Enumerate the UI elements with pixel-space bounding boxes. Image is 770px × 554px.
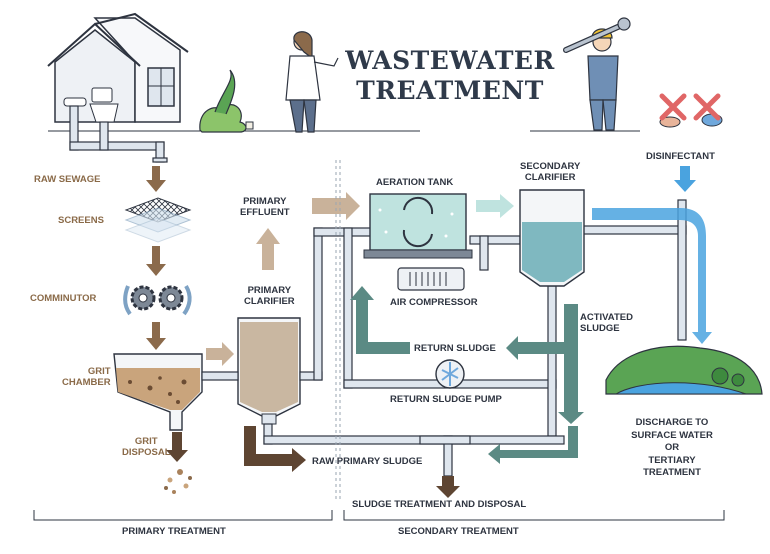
- title-line-2: TREATMENT: [356, 76, 544, 105]
- label-sludge-treatment: SLUDGE TREATMENT AND DISPOSAL: [352, 499, 527, 510]
- label-secondary-clarifier: SECONDARY CLARIFIER: [520, 161, 580, 183]
- label-raw-sewage: RAW SEWAGE: [34, 174, 101, 185]
- section-brackets: [33, 510, 725, 521]
- comminutor-illustration: [123, 284, 192, 316]
- aeration-tank-illustration: [363, 193, 473, 259]
- label-grit-disposal: GRIT DISPOSAL: [122, 436, 171, 458]
- label-grit-chamber-line1: GRIT: [87, 366, 111, 377]
- discharge-pond-illustration: [605, 345, 763, 395]
- label-discharge-line5: TREATMENT: [643, 467, 701, 478]
- air-compressor-illustration: [397, 267, 465, 291]
- label-discharge-line1: DISCHARGE TO: [635, 417, 709, 428]
- label-activated-sludge-line1: ACTIVATED: [580, 312, 633, 323]
- label-secondary-clarifier-line1: SECONDARY: [520, 161, 581, 172]
- house-illustration: [47, 12, 189, 123]
- bush-illustration: [199, 69, 254, 133]
- sewer-pipe: [69, 105, 168, 163]
- label-activated-sludge: ACTIVATED SLUDGE: [580, 312, 633, 334]
- label-discharge-line4: TERTIARY: [648, 454, 696, 466]
- label-discharge-line3: OR: [664, 442, 680, 453]
- label-grit-disposal-line2: DISPOSAL: [122, 447, 171, 458]
- flow-arrows-primary: [146, 166, 360, 462]
- label-primary-effluent-line1: PRIMARY: [243, 196, 287, 207]
- bacteria-crossed-icon: [659, 93, 723, 128]
- label-grit-disposal-line1: GRIT: [134, 436, 158, 447]
- label-primary-effluent: PRIMARY EFFLUENT: [240, 196, 290, 218]
- label-screens: SCREENS: [58, 215, 104, 226]
- title-line-1: WASTEWATER: [345, 46, 555, 75]
- primary-clarifier-illustration: [237, 317, 301, 425]
- grit-chamber-illustration: [113, 353, 203, 494]
- label-activated-sludge-line2: SLUDGE: [580, 323, 620, 334]
- label-discharge: DISCHARGE TO SURFACE WATER OR TERTIARY T…: [614, 417, 730, 480]
- label-aeration-tank: AERATION TANK: [376, 177, 454, 188]
- flow-arrows-secondary: [244, 166, 712, 498]
- label-return-sludge-pump: RETURN SLUDGE PUMP: [390, 394, 502, 405]
- label-raw-primary-sludge: RAW PRIMARY SLUDGE: [312, 456, 423, 467]
- label-disinfectant: DISINFECTANT: [646, 151, 715, 162]
- page-title: WASTEWATER TREATMENT: [335, 46, 565, 106]
- section-primary-treatment: PRIMARY TREATMENT: [122, 526, 226, 537]
- screens-illustration: [124, 197, 192, 243]
- label-primary-clarifier: PRIMARY CLARIFIER: [244, 285, 295, 307]
- return-sludge-pump-illustration: [435, 359, 465, 389]
- label-comminutor: COMMINUTOR: [30, 293, 97, 304]
- label-discharge-line2: SURFACE WATER: [631, 429, 713, 441]
- label-grit-chamber-line2: CHAMBER: [62, 377, 111, 388]
- label-primary-clarifier-line2: CLARIFIER: [244, 296, 295, 307]
- label-secondary-clarifier-line2: CLARIFIER: [524, 172, 576, 183]
- label-return-sludge: RETURN SLUDGE: [414, 343, 496, 354]
- scientist-illustration: [285, 31, 339, 133]
- worker-illustration: [563, 17, 631, 131]
- secondary-clarifier-illustration: [519, 189, 585, 287]
- label-air-compressor: AIR COMPRESSOR: [390, 297, 478, 308]
- section-secondary-treatment: SECONDARY TREATMENT: [398, 526, 519, 537]
- label-primary-effluent-line2: EFFLUENT: [240, 207, 290, 218]
- label-primary-clarifier-line1: PRIMARY: [247, 285, 292, 296]
- label-grit-chamber: GRIT CHAMBER: [62, 366, 111, 388]
